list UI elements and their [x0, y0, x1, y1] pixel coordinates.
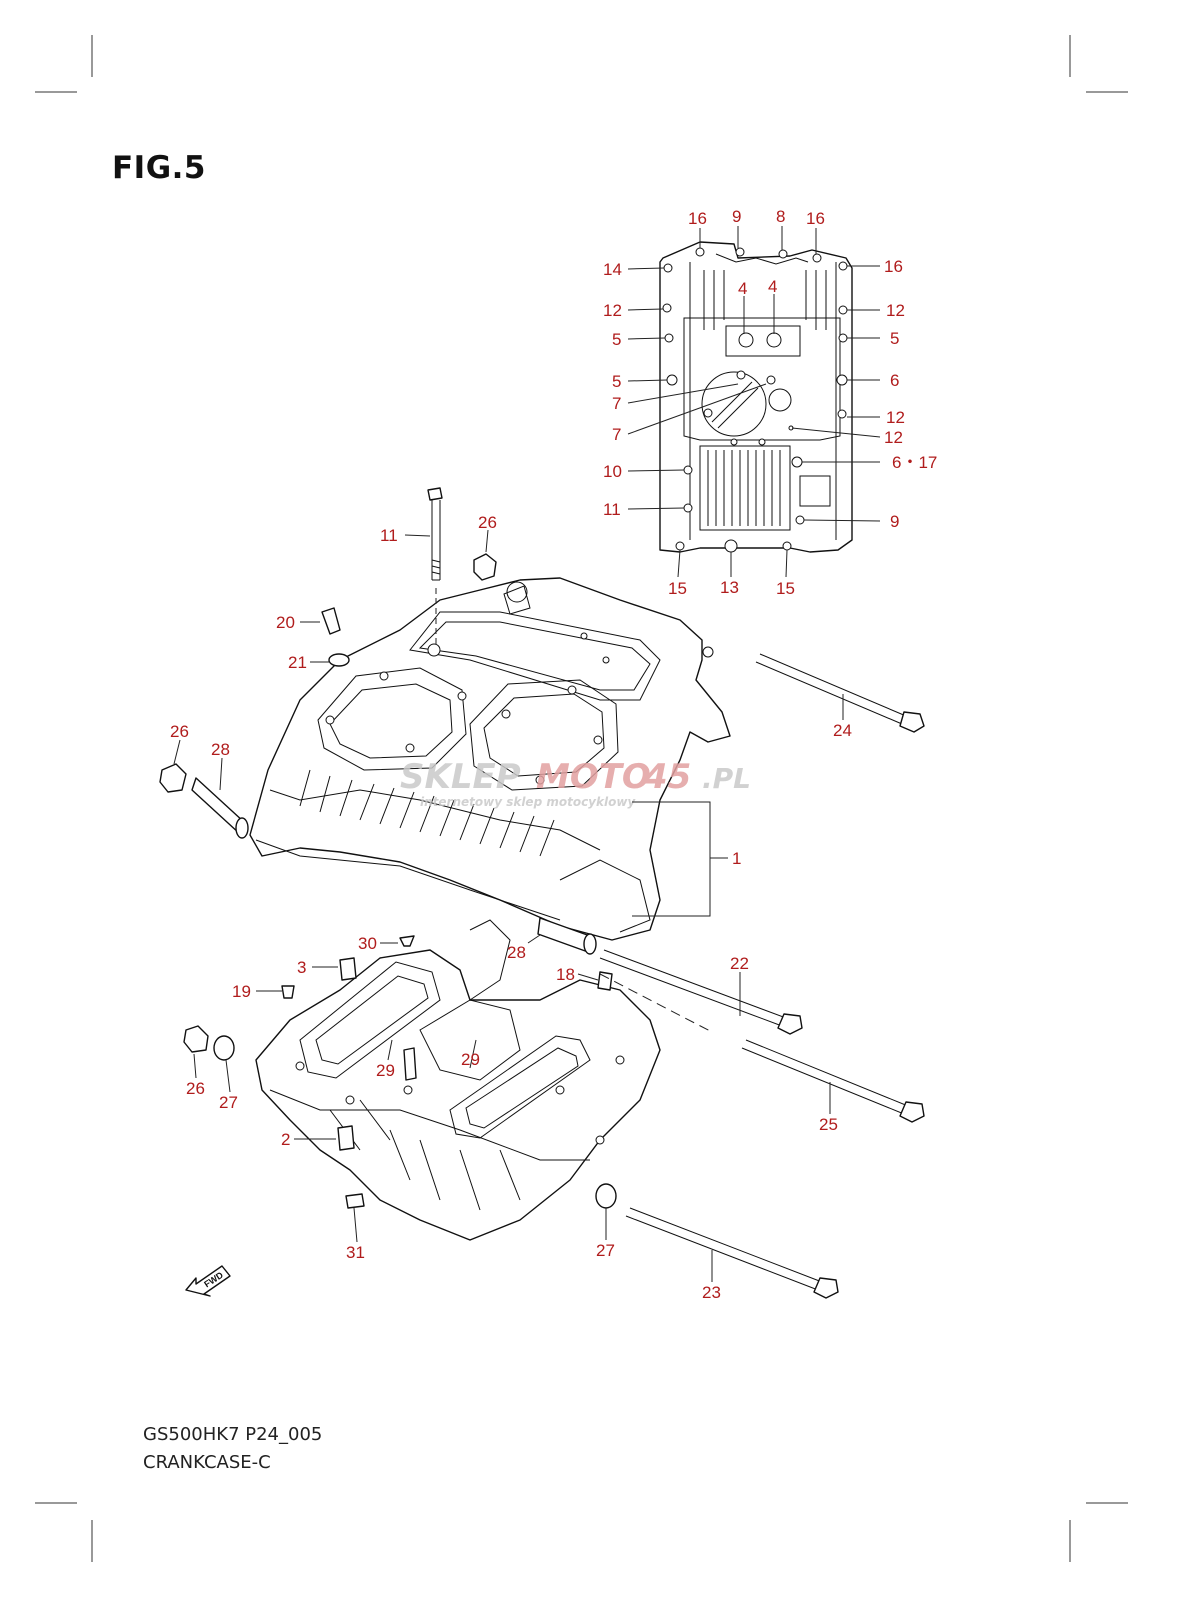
callout-13: 13	[720, 578, 739, 597]
arrow-icon	[185, 1265, 231, 1297]
callout-24: 24	[833, 721, 852, 740]
callout-25: 25	[819, 1115, 838, 1134]
callout-6: 6	[890, 371, 899, 390]
callout-15: 15	[776, 579, 795, 598]
callout-28: 28	[211, 740, 230, 759]
callout-12: 12	[886, 408, 905, 427]
callout-23: 23	[702, 1283, 721, 1302]
callout-2: 2	[281, 1130, 290, 1149]
watermark: SKLEP MOTO 45 .PL internetowy sklep moto…	[400, 757, 751, 809]
callout-26: 26	[170, 722, 189, 741]
callout-9: 9	[890, 512, 899, 531]
callout-28: 28	[507, 943, 526, 962]
callout-5: 5	[890, 329, 899, 348]
callout-7: 7	[612, 425, 621, 444]
callout-1: 1	[732, 849, 741, 868]
callout-26: 26	[478, 513, 497, 532]
callout-4: 4	[768, 277, 777, 296]
callout-27: 27	[219, 1093, 238, 1112]
callout-4: 4	[738, 279, 747, 298]
callout-16: 16	[884, 257, 903, 276]
watermark-brand-mid: MOTO	[536, 757, 651, 797]
callout-29: 29	[376, 1061, 395, 1080]
callout-9: 9	[732, 207, 741, 226]
callout-10: 10	[603, 462, 622, 481]
crop-marks	[35, 35, 1128, 1562]
callout-21: 21	[288, 653, 307, 672]
callout-16: 16	[688, 209, 707, 228]
fwd-marker: FWD	[185, 1265, 231, 1297]
upper-crankcase	[249, 577, 731, 941]
callout-27: 27	[596, 1241, 615, 1260]
leader-lines	[173, 226, 881, 1282]
model-code: GS500HK7 P24_005	[143, 1424, 323, 1445]
diagram-name: CRANKCASE-C	[143, 1452, 271, 1473]
callout-labels: 16 9 8 16 14 16 4 4 12 12 5 5 5 6 7 12 7…	[170, 207, 937, 1302]
watermark-brand-right: 45	[643, 757, 691, 797]
callout-11: 11	[380, 526, 398, 545]
callout-12: 12	[886, 301, 905, 320]
callout-14: 14	[603, 260, 622, 279]
watermark-brand-left: SKLEP	[400, 757, 521, 797]
callout-12: 12	[884, 428, 903, 447]
callout-8: 8	[776, 207, 785, 226]
callout-29: 29	[461, 1050, 480, 1069]
callout-26: 26	[186, 1079, 205, 1098]
callout-12: 12	[603, 301, 622, 320]
watermark-domain: .PL	[702, 762, 751, 795]
callout-6-17: 6・17	[892, 453, 937, 472]
callout-15: 15	[668, 579, 687, 598]
callout-30: 30	[358, 934, 377, 953]
callout-19: 19	[232, 982, 251, 1001]
callout-5: 5	[612, 330, 621, 349]
callout-20: 20	[276, 613, 295, 632]
callout-18: 18	[556, 965, 575, 984]
callout-22: 22	[730, 954, 749, 973]
callout-11: 11	[603, 500, 621, 519]
loose-parts	[159, 487, 925, 1299]
callout-31: 31	[346, 1243, 365, 1262]
callout-5: 5	[612, 372, 621, 391]
figure-title: FIG.5	[112, 150, 207, 186]
callout-16: 16	[806, 209, 825, 228]
watermark-tagline: internetowy sklep motocyklowy	[420, 795, 636, 809]
lower-crankcase-view	[659, 241, 853, 553]
callout-7: 7	[612, 394, 621, 413]
callout-3: 3	[297, 958, 306, 977]
